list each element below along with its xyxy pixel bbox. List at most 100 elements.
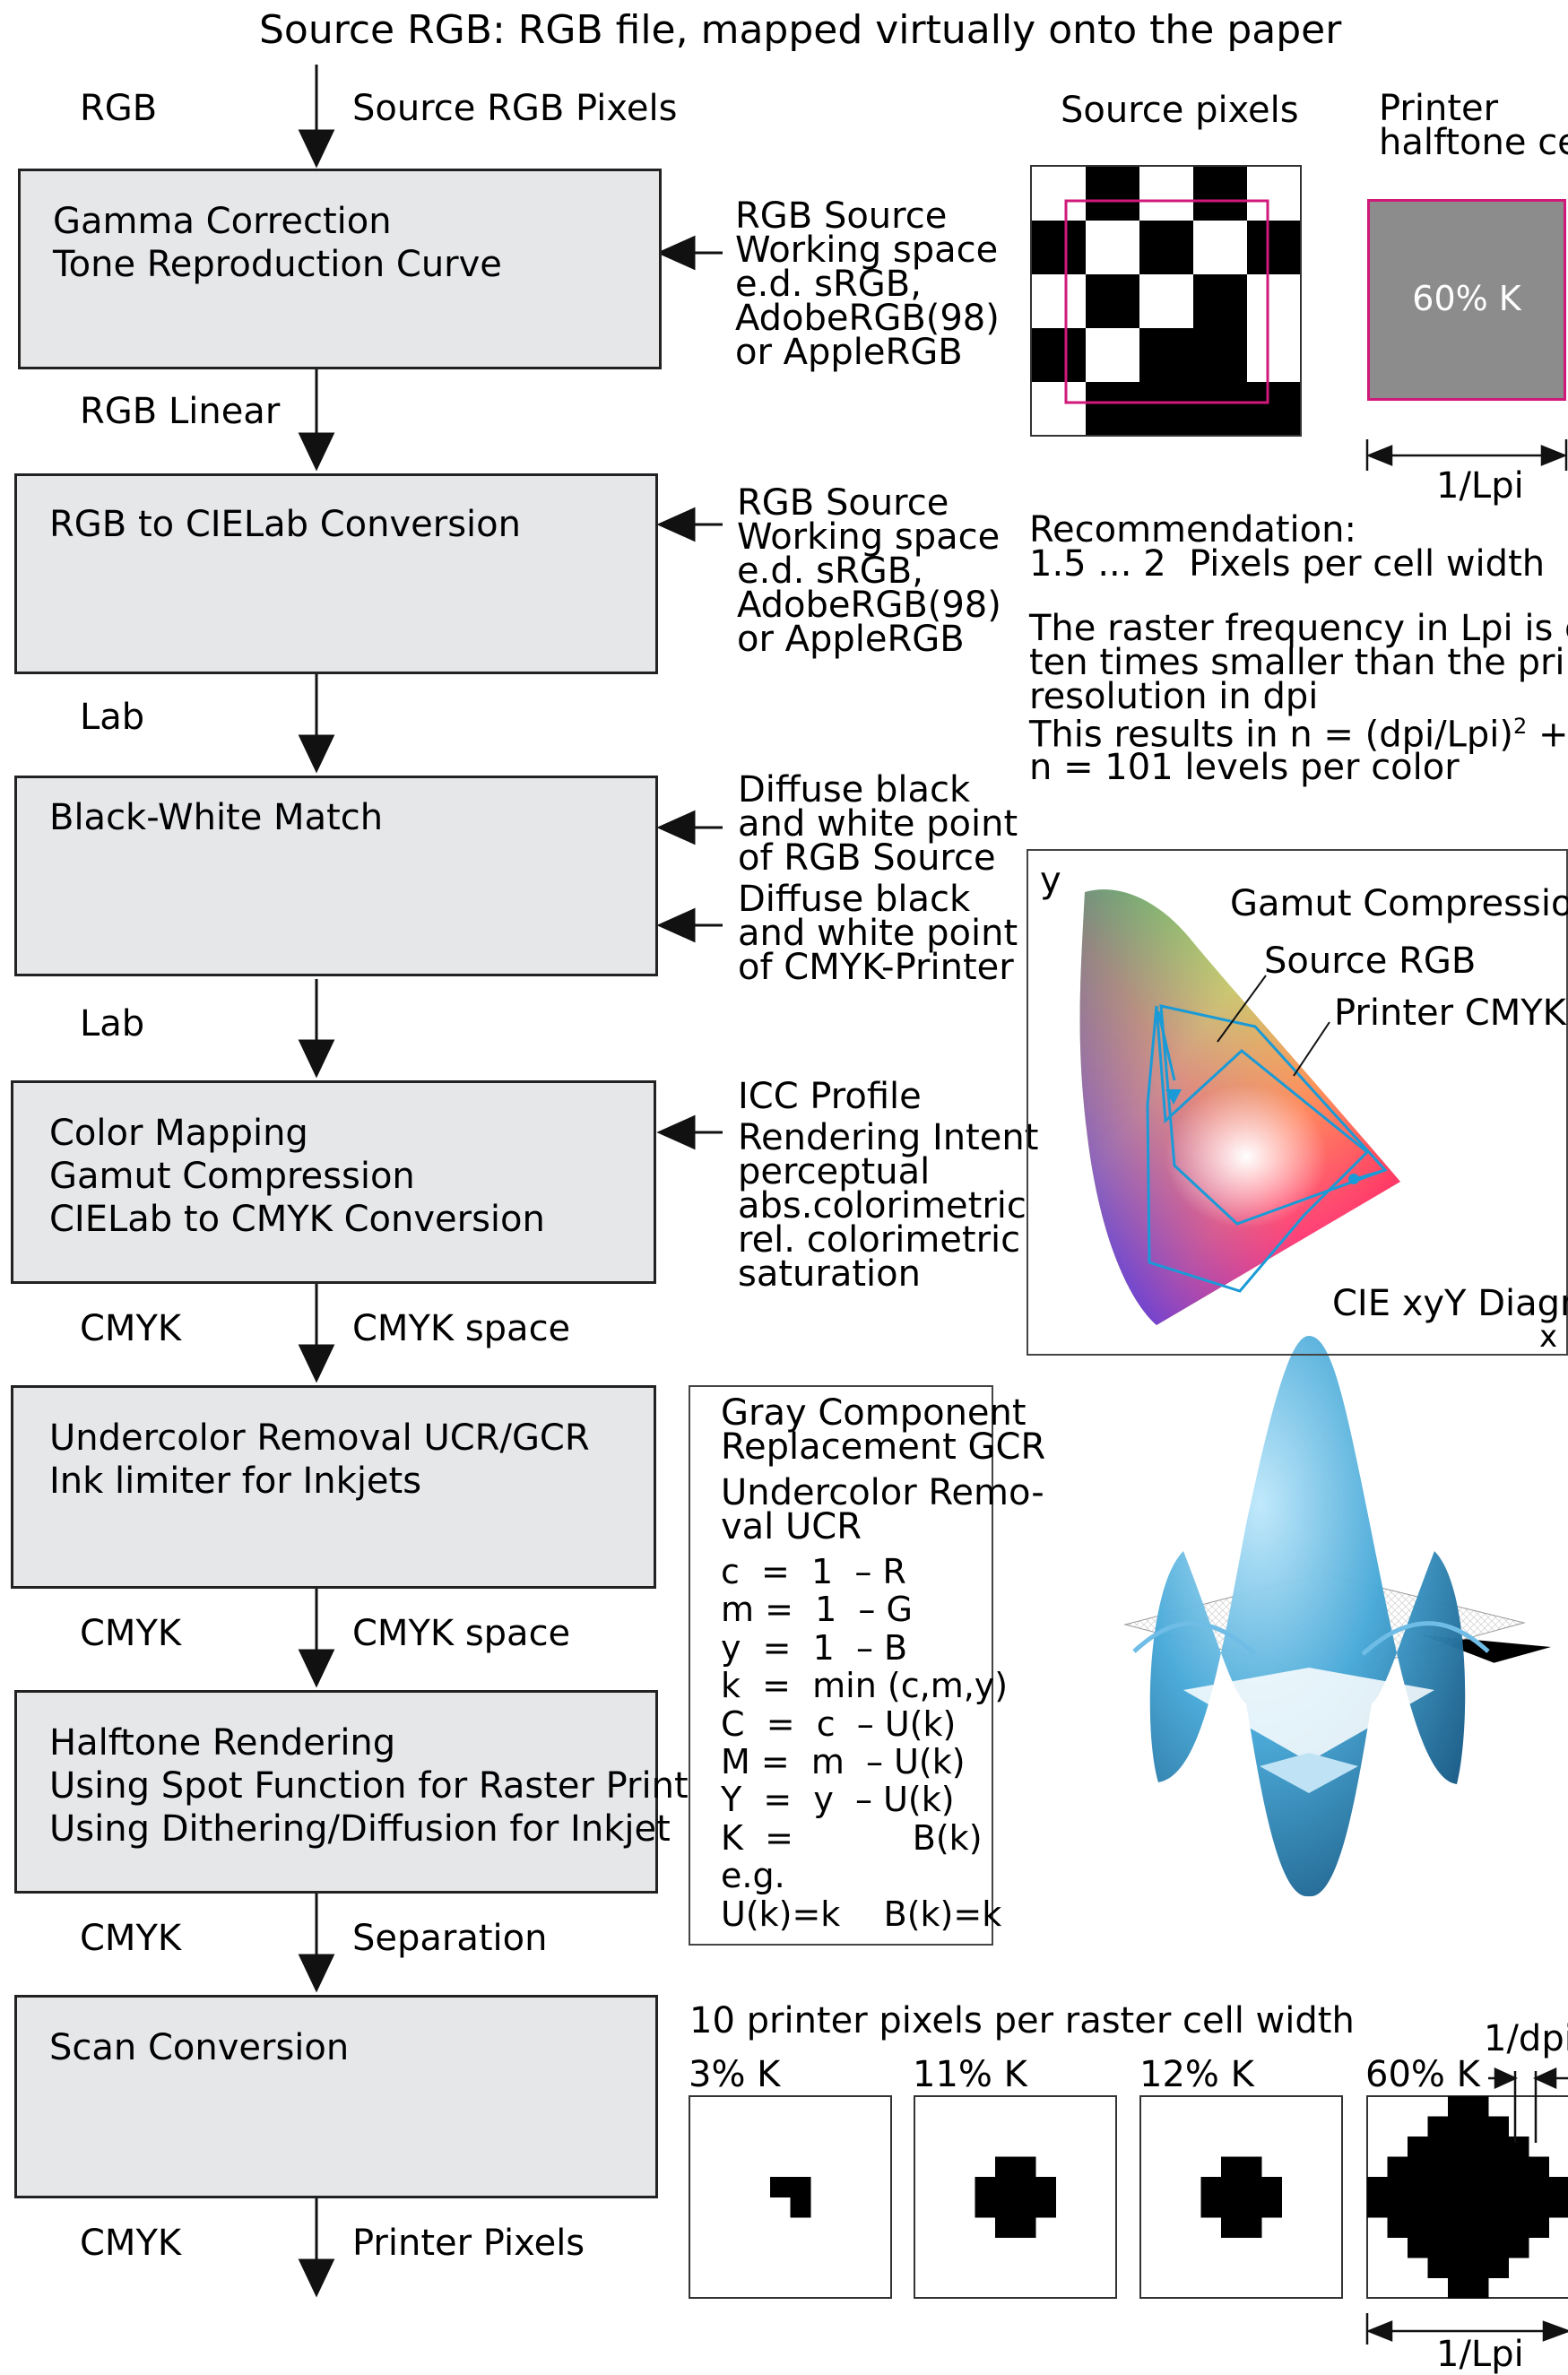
printer-pixel <box>1388 2197 1408 2218</box>
scan-heading: 10 printer pixels per raster cell width <box>689 2003 1355 2039</box>
printer-pixel <box>1529 2177 1549 2197</box>
printer-pixel <box>1242 2217 1262 2238</box>
gamma-correction-box: Gamma Correction Tone Reproduction Curve <box>18 169 662 369</box>
printer-pixel <box>1448 2278 1468 2299</box>
printer-pixel <box>1509 2137 1529 2157</box>
printer-pixel <box>1488 2177 1509 2197</box>
source-pixel <box>1247 382 1301 436</box>
printer-pixel <box>791 2177 811 2197</box>
scan-conversion-box: Scan Conversion <box>14 1995 658 2198</box>
lpi-label-bottom: 1/Lpi <box>1436 2336 1524 2372</box>
printer-pixel <box>1509 2238 1529 2258</box>
scan-cell-label-0: 3% K <box>689 2057 780 2093</box>
printer-pixel <box>1221 2217 1242 2238</box>
box-text: Scan Conversion <box>49 2026 349 2069</box>
icc-rendering-intents: Rendering Intent perceptual abs.colorime… <box>738 1121 1038 1291</box>
printer-pixel <box>1448 2177 1468 2197</box>
bw-rgb-note: Diffuse black and white point of RGB Sou… <box>738 773 1018 875</box>
printer-pixel <box>1367 2197 1388 2218</box>
printer-pixel <box>1448 2238 1468 2258</box>
flow-label-left-0: RGB <box>80 91 157 126</box>
printer-pixel <box>1242 2197 1262 2218</box>
flow-label-right-5: CMYK space <box>352 1616 570 1651</box>
printer-pixel <box>1428 2217 1449 2238</box>
box-text: Gamma Correction Tone Reproduction Curve <box>53 200 502 286</box>
printer-pixel <box>1408 2197 1428 2218</box>
printer-pixel <box>1016 2217 1036 2238</box>
source-pixel <box>1139 221 1193 274</box>
printer-pixel <box>1509 2217 1529 2238</box>
printer-pixel <box>995 2157 1016 2178</box>
halftone-cell-value: 60% K <box>1370 279 1564 318</box>
scan-cell-label-2: 12% K <box>1139 2057 1254 2093</box>
printer-pixel <box>1488 2238 1509 2258</box>
printer-pixel <box>1428 2238 1449 2258</box>
printer-pixel <box>1529 2157 1549 2178</box>
flow-label-right-7: Printer Pixels <box>352 2225 585 2261</box>
color-mapping-box: Color Mapping Gamut Compression CIELab t… <box>11 1080 656 1284</box>
flow-label-left-1: RGB Linear <box>80 394 280 429</box>
halftone-rendering-box: Halftone Rendering Using Spot Function f… <box>14 1690 658 1894</box>
scan-cell-label-3: 60% K <box>1365 2057 1480 2093</box>
printer-pixel <box>1549 2197 1568 2218</box>
box-text: Undercolor Removal UCR/GCR Ink limiter f… <box>49 1417 590 1503</box>
printer-pixel <box>1488 2117 1509 2137</box>
cielab-conversion-box: RGB to CIELab Conversion <box>14 473 658 674</box>
black-white-match-box: Black-White Match <box>14 776 658 976</box>
printer-pixel <box>1468 2197 1489 2218</box>
printer-pixel <box>1016 2197 1036 2218</box>
flow-label-right-6: Separation <box>352 1920 547 1956</box>
source-pixel <box>1193 382 1247 436</box>
printer-pixel <box>1468 2238 1489 2258</box>
printer-pixel <box>1428 2117 1449 2137</box>
printer-pixel <box>1488 2197 1509 2218</box>
printer-pixel <box>1529 2197 1549 2218</box>
source-pixel <box>1193 274 1247 328</box>
y-axis-label: y <box>1040 862 1061 898</box>
printer-pixel <box>1388 2157 1408 2178</box>
gamut-panel <box>1027 849 1568 1356</box>
printer-pixel <box>1448 2217 1468 2238</box>
gamut-compression-title: Gamut Compression <box>1230 886 1568 922</box>
printer-pixel <box>1035 2197 1056 2218</box>
flow-label-right-0: Source RGB Pixels <box>352 91 677 126</box>
printer-pixel <box>1016 2157 1036 2178</box>
bw-cmyk-note: Diffuse black and white point of CMYK-Pr… <box>738 882 1018 984</box>
source-pixel <box>1139 382 1193 436</box>
flow-label-right-4: CMYK space <box>352 1311 570 1347</box>
printer-pixel <box>1242 2157 1262 2178</box>
printer-pixel <box>1448 2258 1468 2278</box>
gcr-title: Gray Component Replacement GCR <box>721 1396 1045 1464</box>
printer-pixel <box>1468 2157 1489 2178</box>
printer-pixel <box>1529 2217 1549 2238</box>
levels-count: n = 101 levels per color <box>1029 750 1460 785</box>
printer-pixel <box>1408 2217 1428 2238</box>
printer-pixel <box>1408 2177 1428 2197</box>
printer-pixel <box>1448 2117 1468 2137</box>
x-axis-label: x <box>1539 1322 1557 1352</box>
printer-pixel <box>1261 2177 1282 2197</box>
printer-pixel <box>1428 2157 1449 2178</box>
source-pixel <box>1032 328 1086 382</box>
source-pixels-label: Source pixels <box>1061 92 1299 128</box>
flow-label-left-6: CMYK <box>80 1920 181 1956</box>
printer-pixel <box>1242 2177 1262 2197</box>
ucr-title: Undercolor Remo- val UCR <box>721 1476 1044 1544</box>
printer-pixel <box>1261 2197 1282 2218</box>
cie-diagram-label: CIE xyY Diagram <box>1332 1286 1568 1322</box>
printer-pixel <box>1428 2258 1449 2278</box>
source-pixel <box>1139 328 1193 382</box>
printer-pixel <box>1549 2177 1568 2197</box>
gcr-formulas: c = 1 – R m = 1 – G y = 1 – B k = min (c… <box>721 1553 1008 1933</box>
box-text: Black-White Match <box>49 796 383 839</box>
printer-pixel <box>1016 2177 1036 2197</box>
source-pixel <box>1193 167 1247 221</box>
box-text: Halftone Rendering Using Spot Function f… <box>49 1721 689 1851</box>
printer-pixel <box>1428 2197 1449 2218</box>
printer-pixel <box>1488 2217 1509 2238</box>
formula-tail: + 1or <box>1527 714 1568 755</box>
flow-label-left-3: Lab <box>80 1006 144 1042</box>
printer-pixel <box>1448 2137 1468 2157</box>
printer-pixel <box>1509 2197 1529 2218</box>
printer-pixel <box>1509 2157 1529 2178</box>
